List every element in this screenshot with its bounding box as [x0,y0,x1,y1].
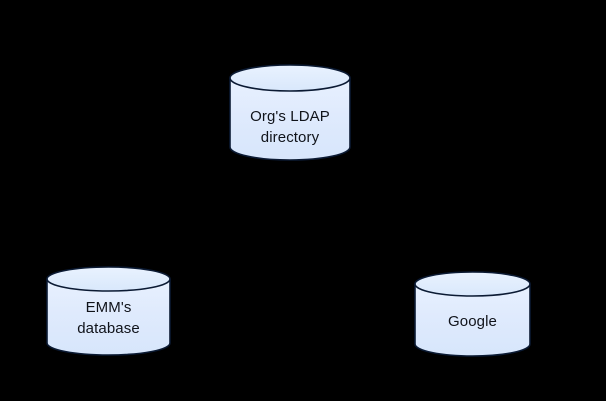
database-cylinder-icon [414,271,531,357]
node-emms-database[interactable]: EMM's database [46,266,171,356]
node-google[interactable]: Google [414,271,531,357]
node-orgs-ldap-directory[interactable]: Org's LDAP directory [229,64,351,161]
database-cylinder-icon [46,266,171,356]
database-cylinder-icon [229,64,351,161]
